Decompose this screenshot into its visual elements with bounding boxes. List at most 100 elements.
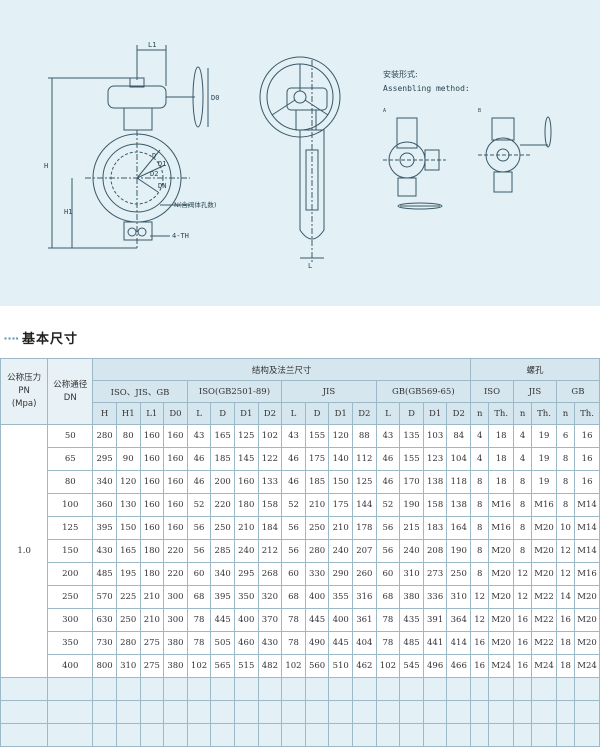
table-cell: 268	[257, 562, 283, 586]
table-cell: 400	[304, 585, 330, 609]
table-cell: 180	[139, 539, 165, 563]
table-cell: M20	[488, 539, 514, 563]
table-cell: 370	[257, 608, 283, 632]
table-cell: 102	[257, 424, 283, 448]
table-cell: 8	[470, 539, 490, 563]
table-cell: 220	[210, 493, 235, 517]
dn-cell: 100	[47, 493, 94, 517]
table-cell: 18	[555, 631, 576, 655]
table-cell: 120	[115, 470, 141, 494]
dn-cell: 350	[47, 631, 94, 655]
table-cell: 185	[210, 447, 235, 471]
empty-cell	[257, 700, 283, 724]
table-cell: 43	[281, 424, 306, 448]
table-cell: 210	[139, 608, 165, 632]
table-cell: 160	[163, 516, 188, 540]
empty-cell	[574, 677, 600, 701]
table-cell: 210	[304, 493, 330, 517]
table-cell: 103	[422, 424, 448, 448]
empty-cell	[163, 723, 188, 747]
table-cell: 355	[328, 585, 353, 609]
table-cell: M16	[488, 516, 514, 540]
table-cell: 364	[446, 608, 472, 632]
empty-cell	[0, 677, 49, 701]
empty-cell	[470, 700, 490, 724]
group-iso2501: ISO(GB2501-89)	[186, 380, 283, 403]
table-cell: 160	[163, 447, 188, 471]
dn-cn: 公称通径	[53, 379, 88, 390]
dn-cell: 250	[47, 585, 94, 609]
table-cell: 380	[163, 654, 188, 678]
label-d2: D2	[150, 170, 158, 178]
table-cell: 155	[304, 424, 330, 448]
table-cell: 404	[352, 631, 377, 655]
table-cell: 360	[92, 493, 117, 517]
table-cell: 84	[446, 424, 472, 448]
table-cell: 4	[512, 447, 533, 471]
table-cell: 570	[92, 585, 117, 609]
column-header: Th.	[488, 402, 514, 425]
dn-header: 公称通径 DN	[47, 358, 94, 425]
table-cell: 122	[257, 447, 283, 471]
column-header: H1	[115, 402, 141, 425]
table-cell: 160	[139, 447, 165, 471]
column-header: D	[399, 402, 424, 425]
table-cell: 445	[304, 608, 330, 632]
table-cell: 90	[115, 447, 141, 471]
empty-cell	[257, 723, 283, 747]
table-cell: 482	[257, 654, 283, 678]
table-cell: 19	[531, 424, 557, 448]
table-cell: 8	[512, 516, 533, 540]
table-cell: 212	[257, 539, 283, 563]
table-cell: M16	[488, 493, 514, 517]
empty-cell	[233, 677, 259, 701]
column-header: D	[210, 402, 235, 425]
table-cell: 310	[446, 585, 472, 609]
table-cell: 290	[328, 562, 353, 586]
empty-row	[0, 677, 600, 701]
table-cell: 78	[281, 631, 306, 655]
empty-row	[0, 723, 600, 747]
empty-row	[0, 700, 600, 724]
label-dn: DN	[158, 182, 166, 190]
table-cell: 16	[470, 654, 490, 678]
table-cell: 300	[163, 608, 188, 632]
table-cell: 515	[233, 654, 259, 678]
table-cell: 630	[92, 608, 117, 632]
table-cell: 160	[139, 493, 165, 517]
empty-cell	[92, 700, 117, 724]
table-cell: 16	[574, 470, 600, 494]
table-cell: M16	[531, 493, 557, 517]
table-cell: 414	[446, 631, 472, 655]
table-cell: 78	[186, 608, 212, 632]
table-cell: 340	[210, 562, 235, 586]
empty-cell	[186, 700, 212, 724]
side-body	[299, 129, 325, 240]
table-cell: 8	[512, 470, 533, 494]
empty-cell	[574, 700, 600, 724]
table-cell: 18	[488, 424, 514, 448]
table-cell: 208	[422, 539, 448, 563]
table-cell: 102	[375, 654, 401, 678]
column-header: D1	[328, 402, 353, 425]
table-cell: 185	[304, 470, 330, 494]
table-cell: 16	[512, 631, 533, 655]
table-cell: 6	[555, 424, 576, 448]
table-cell: 56	[281, 516, 306, 540]
table-cell: 4	[470, 447, 490, 471]
table-cell: 78	[375, 631, 401, 655]
table-cell: M20	[574, 608, 600, 632]
table-cell: 46	[186, 470, 212, 494]
dn-cell: 125	[47, 516, 94, 540]
empty-cell	[328, 723, 353, 747]
table-cell: 220	[163, 562, 188, 586]
table-cell: 160	[139, 516, 165, 540]
bottom-bolt-left	[127, 227, 137, 237]
table-cell: 138	[422, 470, 448, 494]
